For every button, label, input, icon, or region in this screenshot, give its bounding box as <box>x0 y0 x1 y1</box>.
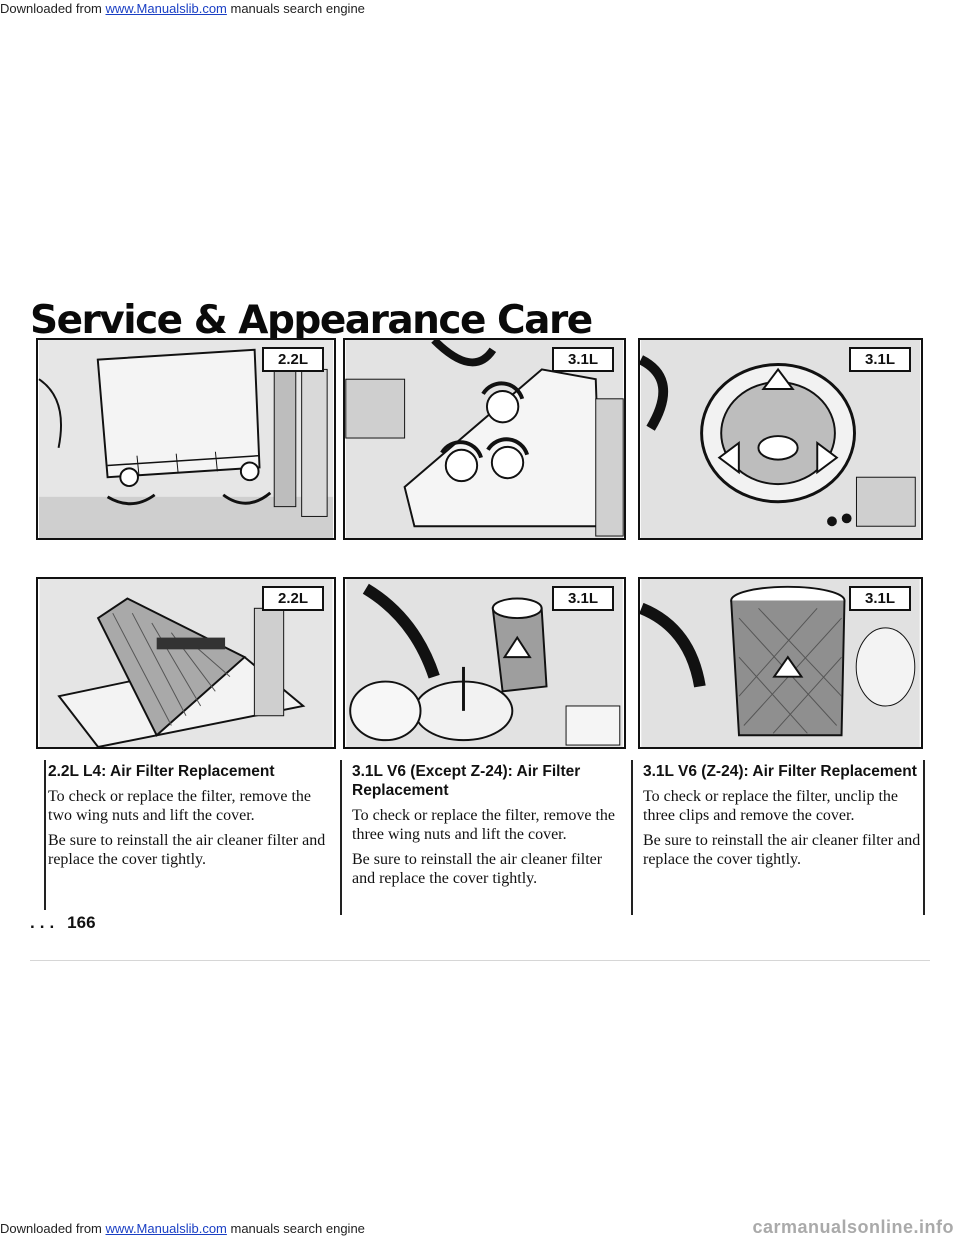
caption-instruction: To check or replace the filter, unclip t… <box>643 788 899 824</box>
engine-illustration <box>38 340 334 538</box>
page-title: Service & Appearance Care <box>30 298 593 343</box>
engine-badge: 3.1L <box>551 586 614 611</box>
caption-instruction: To check or replace the filter, remove t… <box>352 807 615 843</box>
download-footer-prefix: Downloaded from <box>0 1221 106 1236</box>
caption-reminder: Be sure to reinstall the air cleaner fil… <box>643 832 921 868</box>
divider <box>30 960 930 961</box>
watermark: carmanualsonline.info <box>752 1217 954 1237</box>
illustration-2-2l-cover: 2.2L <box>36 338 336 540</box>
caption-heading: 3.1L V6 (Except Z-24): Air Filter Replac… <box>352 763 581 799</box>
engine-illustration <box>345 340 624 538</box>
manualslib-footer-link[interactable]: www.Manualslib.com <box>105 1221 227 1236</box>
download-footer: Downloaded from www.Manualslib.com manua… <box>0 1221 365 1236</box>
engine-badge: 3.1L <box>551 347 614 372</box>
illustration-3-1l-filter: 3.1L <box>343 577 626 749</box>
caption-heading: 3.1L V6 (Z-24): Air Filter Replacement <box>643 763 917 780</box>
page-number-dots: ... <box>30 913 60 932</box>
engine-badge: 2.2L <box>261 586 324 611</box>
column-rule <box>44 760 46 910</box>
download-note-suffix: manuals search engine <box>226 1 365 16</box>
engine-badge: 3.1L <box>848 347 911 372</box>
column-rule <box>340 760 342 915</box>
caption-instruction: To check or replace the filter, remove t… <box>48 788 311 824</box>
caption-2-2l: 2.2L L4: Air Filter Replacement To check… <box>48 762 328 875</box>
caption-reminder: Be sure to reinstall the air cleaner fil… <box>48 832 326 868</box>
illustration-3-1l-cover: 3.1L <box>343 338 626 540</box>
download-footer-suffix: manuals search engine <box>226 1221 365 1236</box>
page-number-value: 166 <box>67 913 96 932</box>
illustration-3-1l-open-housing: 3.1L <box>638 338 923 540</box>
caption-3-1l-z24: 3.1L V6 (Z-24): Air Filter Replacement T… <box>643 762 921 875</box>
column-rule <box>923 760 925 915</box>
engine-badge: 3.1L <box>848 586 911 611</box>
column-rule <box>631 760 633 915</box>
download-note: Downloaded from www.Manualslib.com manua… <box>0 1 365 16</box>
manualslib-link[interactable]: www.Manualslib.com <box>105 1 227 16</box>
page-number: ... 166 <box>30 913 96 933</box>
caption-3-1l-except-z24: 3.1L V6 (Except Z-24): Air Filter Replac… <box>352 762 622 894</box>
engine-illustration <box>640 340 921 538</box>
illustration-3-1l-mesh-filter: 3.1L <box>638 577 923 749</box>
engine-illustration <box>640 579 920 747</box>
caption-reminder: Be sure to reinstall the air cleaner fil… <box>352 851 603 887</box>
engine-illustration <box>346 579 623 747</box>
download-note-prefix: Downloaded from <box>0 1 106 16</box>
caption-heading: 2.2L L4: Air Filter Replacement <box>48 763 275 780</box>
illustration-2-2l-filter: 2.2L <box>36 577 336 749</box>
engine-badge: 2.2L <box>261 347 324 372</box>
